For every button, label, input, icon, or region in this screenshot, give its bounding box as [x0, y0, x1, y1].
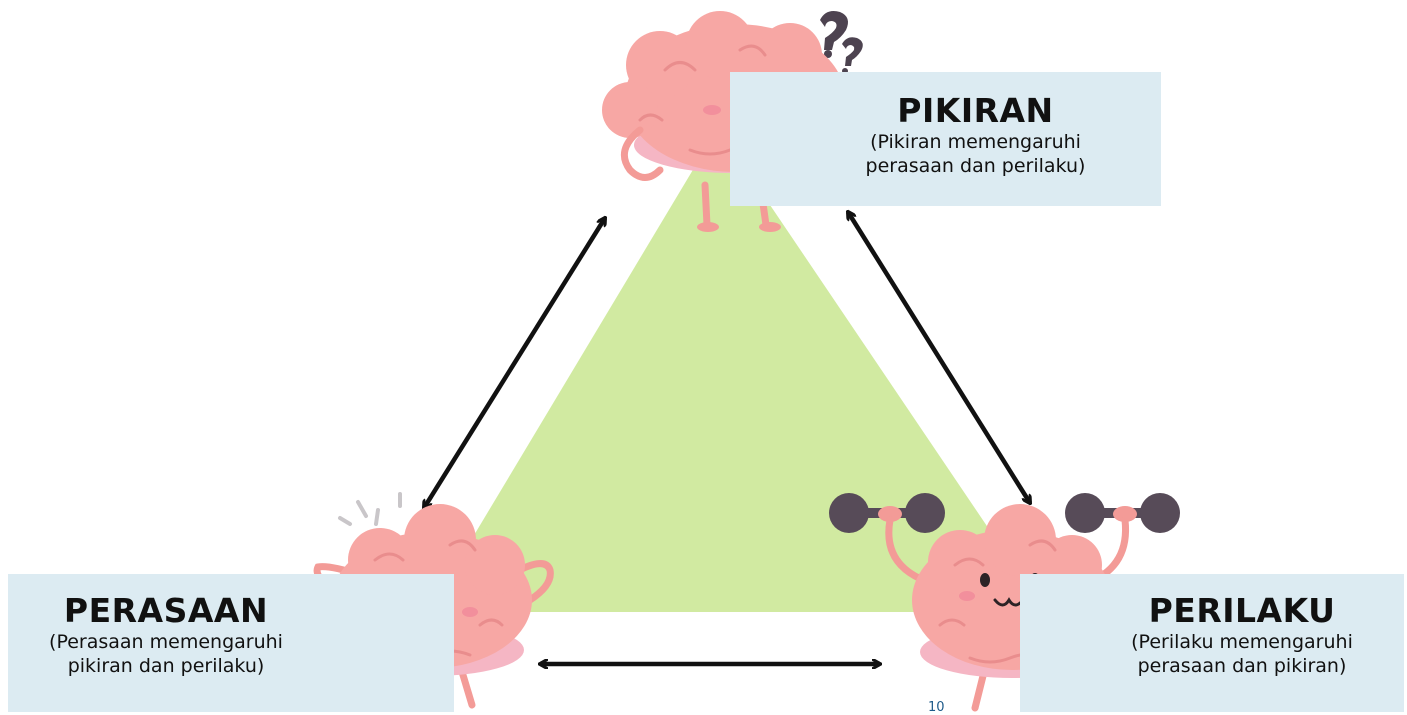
thought-label-box: PIKIRAN (Pikiran memengaruhi perasaan da…: [730, 72, 1161, 206]
thought-subtitle-line2: perasaan dan perilaku): [790, 154, 1161, 178]
behavior-title: PERILAKU: [1080, 592, 1404, 630]
page-number: 10: [928, 700, 945, 715]
thought-title: PIKIRAN: [790, 92, 1161, 130]
feeling-subtitle-line2: pikiran dan perilaku): [8, 654, 324, 678]
behavior-label-box: PERILAKU (Perilaku memengaruhi perasaan …: [1020, 574, 1404, 712]
thought-subtitle-line1: (Pikiran memengaruhi: [790, 130, 1161, 154]
feeling-subtitle-line1: (Perasaan memengaruhi: [8, 630, 324, 654]
feeling-title: PERASAAN: [8, 592, 324, 630]
feeling-label-box: PERASAAN (Perasaan memengaruhi pikiran d…: [8, 574, 454, 712]
behavior-subtitle-line2: perasaan dan pikiran): [1080, 654, 1404, 678]
behavior-subtitle-line1: (Perilaku memengaruhi: [1080, 630, 1404, 654]
